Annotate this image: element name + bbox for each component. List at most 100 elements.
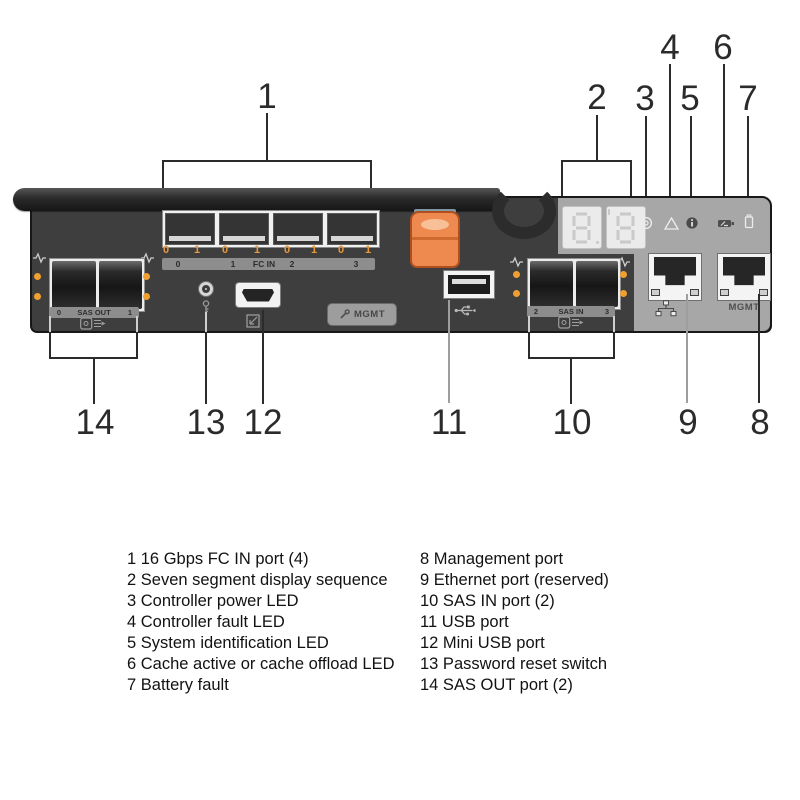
fc-in-label-strip: 0 1 FC IN 2 3: [162, 258, 375, 270]
seven-segment-glyph: [616, 212, 635, 243]
bracket-14-segment: [49, 332, 51, 359]
sas-in-port-2: [530, 261, 573, 307]
bracket-10-segment: [528, 316, 530, 333]
battery-led-icon: [744, 214, 754, 229]
bracket-fc-ports: [162, 160, 372, 212]
fc-in-port-1: [219, 213, 269, 245]
callout-11: 11: [430, 403, 468, 442]
latch-seam: [412, 237, 458, 240]
legend-item: 11 USB port: [420, 613, 509, 631]
wrench-icon: [340, 309, 350, 319]
callout-4: 4: [660, 28, 680, 67]
sas-out-led: [143, 273, 150, 280]
mini-usb-port: [235, 282, 281, 308]
sas-out-port-number: 1: [127, 308, 133, 317]
leader-line-3: [645, 116, 647, 214]
cache-led-icon: [718, 220, 734, 227]
callout-6: 6: [713, 28, 733, 67]
legend-right-column: 8 Management port 9 Ethernet port (reser…: [420, 549, 609, 696]
legend-item: 9 Ethernet port (reserved): [420, 571, 609, 589]
fc-port-slot: [169, 236, 211, 241]
legend-left-column: 1 16 Gbps FC IN port (4) 2 Seven segment…: [127, 549, 395, 696]
key-icon: [202, 300, 210, 313]
bracket-10-segment: [613, 332, 615, 359]
sas-out-port-group: [49, 258, 145, 312]
leader-line-8: [758, 294, 760, 403]
legend-item: 8 Management port: [420, 550, 564, 568]
leader-line-6: [723, 64, 725, 214]
fc-led-label: 0: [221, 244, 229, 256]
management-port: [717, 253, 771, 301]
fc-led-label: 0: [162, 244, 170, 256]
legend-item: 5 System identification LED: [127, 634, 329, 652]
display-tick: [608, 209, 610, 215]
fc-port-number: 0: [175, 259, 181, 269]
fault-led-icon: [664, 217, 679, 230]
bracket-14-segment: [49, 316, 51, 334]
bracket-14-segment: [136, 316, 138, 334]
power-led-icon: [639, 216, 653, 230]
port-led: [690, 289, 699, 296]
fc-led-label: 0: [283, 244, 291, 256]
leader-line-12: [262, 310, 264, 404]
mgmt-port-label: MGMT: [728, 302, 760, 313]
leader-line-13-segment: [205, 312, 207, 333]
callout-8: 8: [750, 403, 770, 442]
sas-in-label: SAS IN: [558, 307, 584, 316]
sas-out-label-strip: 0 SAS OUT 1: [49, 307, 139, 318]
legend-item: 3 Controller power LED: [127, 592, 299, 610]
bracket-14-segment: [136, 332, 138, 359]
fc-in-port-3: [327, 213, 377, 245]
port-led: [720, 289, 729, 296]
leader-line-2: [596, 115, 598, 160]
callout-7: 7: [738, 79, 758, 118]
sas-out-led: [34, 293, 41, 300]
legend-item: 12 Mini USB port: [420, 634, 545, 652]
sas-in-port-number: 2: [533, 307, 539, 316]
seven-segment-digit-1: [562, 206, 602, 249]
ethernet-icon: [655, 300, 677, 317]
usb-icon: [454, 305, 476, 316]
legend-item: 6 Cache active or cache offload LED: [127, 655, 395, 673]
password-reset-switch: [198, 281, 214, 297]
sas-in-led: [513, 271, 520, 278]
sas-out-icon: [80, 317, 106, 330]
bracket-10-segment: [528, 332, 530, 359]
callout-5: 5: [680, 79, 700, 118]
rj45-jack: [723, 257, 765, 286]
fc-port-slot: [277, 236, 319, 241]
fc-in-port-group: [162, 210, 380, 248]
fc-in-port-2: [273, 213, 323, 245]
sas-out-port-number: 0: [56, 308, 62, 317]
leader-line-1: [266, 113, 268, 160]
fc-led-label: 1: [310, 244, 318, 256]
usb-jack: [448, 275, 490, 294]
bracket-10-segment: [613, 316, 615, 333]
callout-14: 14: [75, 403, 115, 442]
port-led: [759, 289, 768, 296]
leader-line-13: [205, 332, 207, 404]
sas-in-label-strip: 2 SAS IN 3: [527, 306, 615, 317]
activity-icon: [33, 252, 46, 264]
leader-line-10: [570, 357, 572, 404]
mgmt-plate-label: MGMT: [353, 309, 386, 320]
callout-9: 9: [678, 403, 698, 442]
legend-item: 7 Battery fault: [127, 676, 229, 694]
legend-item: 14 SAS OUT port (2): [420, 676, 573, 694]
handle-bar: [13, 188, 500, 211]
sas-out-led: [143, 293, 150, 300]
bracket-display: [561, 160, 632, 207]
leader-line-9: [686, 294, 688, 403]
leader-line-5: [690, 116, 692, 214]
callout-2: 2: [587, 78, 607, 117]
sas-in-led: [620, 271, 627, 278]
usb-port: [443, 270, 495, 299]
fc-port-slot: [223, 236, 265, 241]
mgmt-label-plate: MGMT: [327, 303, 397, 326]
legend-item: 13 Password reset switch: [420, 655, 608, 673]
system-id-led-icon: [686, 217, 698, 229]
console-icon: [246, 314, 260, 328]
legend-item: 1 16 Gbps FC IN port (4): [127, 550, 309, 568]
reset-switch-center: [202, 285, 210, 293]
